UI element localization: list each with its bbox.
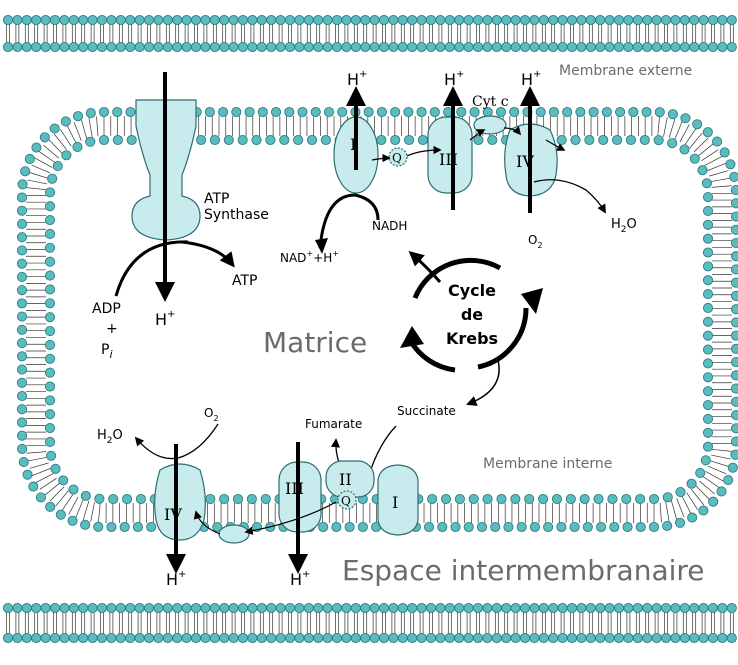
h2o-top-label: H2O xyxy=(611,217,637,235)
o2-bottom-label: O2 xyxy=(204,406,219,423)
complex-IV-bottom-label: IV xyxy=(164,505,182,524)
h-plus-complex-IV: H+ xyxy=(521,69,541,89)
nad-label: NAD++H+ xyxy=(280,249,339,265)
h-plus-bottom-III: H+ xyxy=(290,569,310,589)
krebs-label-3: Krebs xyxy=(446,329,498,348)
svg-text:Q: Q xyxy=(341,494,351,508)
h-plus-atp-synthase: H+ xyxy=(155,309,175,329)
inner-membrane-tails xyxy=(25,115,733,524)
complex-I-top: I xyxy=(333,86,379,194)
atp-label: ATP xyxy=(232,273,257,289)
h-plus-complex-III: H+ xyxy=(444,69,464,89)
atp-synthase-label-1: ATP xyxy=(204,191,229,207)
complex-II-label: II xyxy=(339,470,352,489)
quinone-bottom: Q xyxy=(337,490,357,510)
complex-II-bottom: II xyxy=(325,460,375,498)
outer-membrane-top xyxy=(2,14,737,53)
complex-IV-bottom: IV xyxy=(154,444,206,574)
atp-synthase xyxy=(114,72,235,302)
complex-I-bottom-label: I xyxy=(392,493,398,512)
membrane-externe-label: Membrane externe xyxy=(559,63,692,79)
pi-label: Pi xyxy=(101,342,113,361)
succinate-label: Succinate xyxy=(397,404,456,418)
nadh-label: NADH xyxy=(372,219,407,233)
o2-top-label: O2 xyxy=(528,233,543,250)
complex-IV-top-label: IV xyxy=(516,152,534,171)
h2o-bottom-label: H2O xyxy=(97,428,123,446)
plus-label: + xyxy=(106,321,118,337)
complex-III-bottom: III xyxy=(278,442,322,574)
h-plus-complex-I: H+ xyxy=(347,69,367,89)
cytochrome-c-top xyxy=(473,115,507,135)
matrice-label: Matrice xyxy=(263,326,367,359)
complex-III-bottom-label: III xyxy=(285,479,304,498)
krebs-label-1: Cycle xyxy=(448,281,496,300)
complex-I-bottom: I xyxy=(377,464,419,536)
h-plus-bottom-IV: H+ xyxy=(166,569,186,589)
complex-III-top-label: III xyxy=(439,150,458,169)
espace-intermembranaire-label: Espace intermembranaire xyxy=(342,554,705,587)
quinone-top: Q xyxy=(388,147,408,167)
atp-synthase-label-2: Synthase xyxy=(204,207,269,223)
cyt-c-label: Cyt c xyxy=(472,94,509,110)
adp-label: ADP xyxy=(92,301,121,317)
complex-III-top: III xyxy=(427,86,473,210)
cytochrome-c-bottom xyxy=(218,524,250,544)
svg-text:Q: Q xyxy=(392,151,402,165)
inner-membrane-heads xyxy=(16,106,738,533)
complex-IV-top: IV xyxy=(504,86,558,213)
krebs-cycle xyxy=(400,251,543,406)
membrane-interne-label: Membrane interne xyxy=(483,456,612,472)
outer-membrane-bottom xyxy=(2,602,737,644)
krebs-label-2: de xyxy=(461,305,483,324)
fumarate-label: Fumarate xyxy=(305,417,362,431)
complex-I-top-label: I xyxy=(350,135,356,154)
